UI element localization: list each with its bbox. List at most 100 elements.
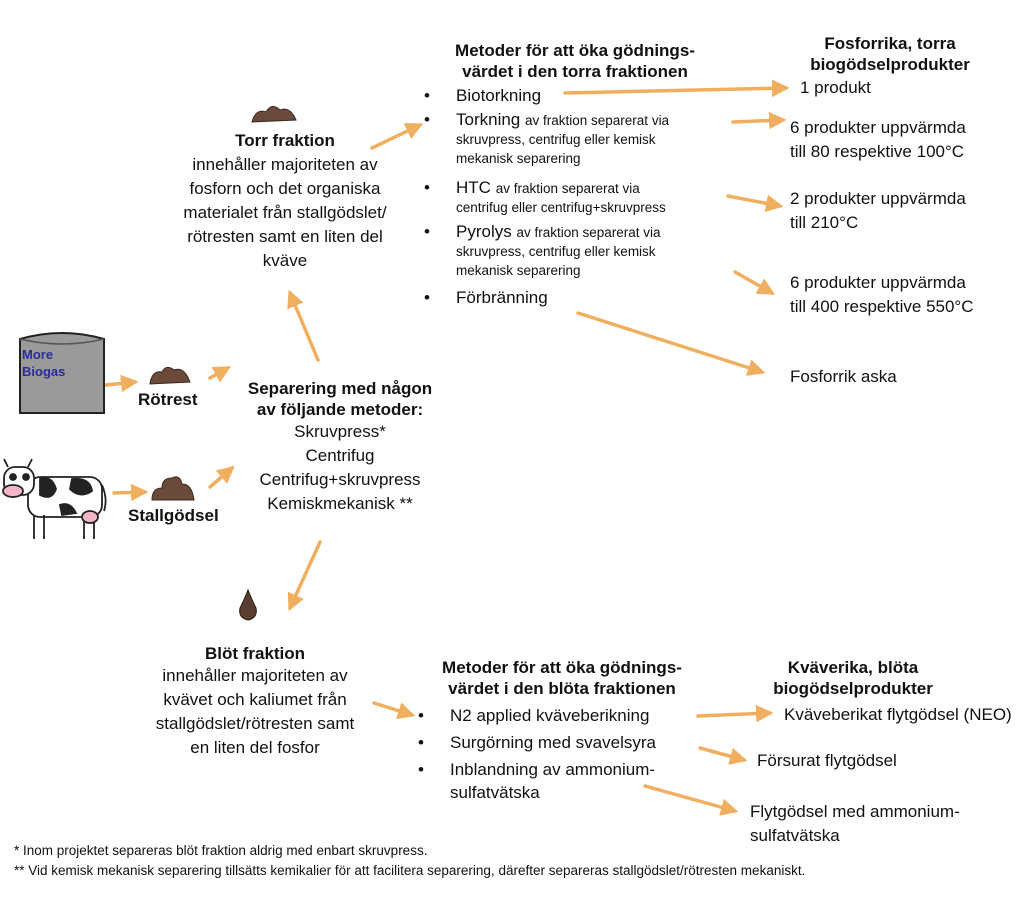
wet-method-item: • Surgörning med svavelsyra	[418, 733, 656, 753]
dry-methods-title-line2: värdet i den torra fraktionen	[462, 62, 688, 81]
footnotes: * Inom projektet separeras blöt fraktion…	[14, 841, 1014, 881]
arrow-separation-to-wet	[287, 540, 322, 612]
wet-fraction-line: kvävet och kaliumet från	[163, 690, 347, 709]
wet-product: Kväveberikat flytgödsel (NEO)	[784, 705, 1012, 724]
dry-method-main: Biotorkning	[456, 86, 542, 105]
dry-fraction-line: rötresten samt en liten del	[187, 227, 383, 246]
wet-product-line: Flytgödsel med ammonium-	[750, 802, 960, 821]
digestate-label: Rötrest	[138, 390, 198, 409]
dry-products-title-line1: Fosforrika, torra	[824, 34, 956, 53]
wet-products-title: Kväverika, blöta biogödselprodukter	[748, 657, 958, 699]
separation-method: Centrifug	[305, 446, 375, 465]
dry-method-item: • Pyrolys av fraktion separerat via skru…	[424, 222, 756, 280]
dry-method-detail: skruvpress, centrifug eller kemisk	[456, 132, 656, 147]
dry-fraction-line: kväve	[262, 251, 308, 270]
dry-product: 1 produkt	[800, 78, 871, 97]
arrow-torkning-product	[731, 111, 787, 130]
dry-product: 6 produkter uppvärmda till 400 respektiv…	[790, 271, 974, 319]
bullet: •	[418, 706, 424, 725]
dry-fraction-line: materialet från stallgödslet/	[183, 203, 387, 222]
dry-method-detail: av fraktion separerat via	[525, 113, 670, 128]
arrow-htc-product	[726, 194, 784, 212]
dry-method-main: Torkning	[456, 110, 521, 129]
wet-method-main: Surgörning med svavelsyra	[450, 733, 656, 752]
bullet: •	[424, 288, 430, 307]
arrow-wet-to-methods	[372, 701, 416, 720]
bullet: •	[424, 222, 430, 241]
digestate-pile-icon	[149, 366, 191, 385]
dry-product: Fosforrik aska	[790, 367, 897, 386]
separation-title-line2: av följande metoder:	[256, 400, 424, 419]
arrow-biotorkning-product	[563, 79, 790, 98]
wet-method-item: • N2 applied kväveberikning	[418, 706, 650, 726]
dry-fraction-title: Torr fraktion	[235, 131, 335, 150]
wet-fraction-line: innehåller majoriteten av	[162, 666, 348, 685]
arrow-surgorning-product	[698, 746, 748, 765]
dry-products-title: Fosforrika, torra biogödselprodukter	[780, 33, 1000, 75]
dry-fraction-box: Torr fraktion innehåller majoriteten av …	[150, 130, 420, 273]
separation-box: Separering med någon av följande metoder…	[222, 378, 458, 516]
separation-method: Kemiskmekanisk **	[267, 494, 413, 513]
dry-product: 6 produkter uppvärmda till 80 respektive…	[790, 116, 966, 164]
dry-fraction-pile-icon	[251, 106, 297, 123]
dry-method-item: • Torkning av fraktion separerat via skr…	[424, 110, 756, 168]
wet-methods-title: Metoder för att öka gödnings- värdet i d…	[412, 657, 712, 699]
silo-label-line1: More	[22, 347, 54, 362]
dry-method-item: • Biotorkning	[424, 86, 542, 106]
wet-fraction-line: en liten del fosfor	[190, 738, 320, 757]
dry-method-main: Pyrolys	[456, 222, 512, 241]
dry-method-item: • HTC av fraktion separerat via centrifu…	[424, 178, 756, 217]
dry-fraction-line: innehåller majoriteten av	[192, 155, 378, 174]
wet-method-main: N2 applied kväveberikning	[450, 706, 650, 725]
dry-method-detail: av fraktion separerat via	[516, 225, 661, 240]
bullet: •	[418, 760, 424, 779]
bullet: •	[424, 178, 430, 197]
biogas-silo-icon	[19, 332, 105, 414]
arrow-forbranning-product	[576, 311, 766, 377]
manure-label: Stallgödsel	[128, 506, 219, 525]
dry-method-detail: mekanisk separering	[456, 263, 581, 278]
bullet: •	[424, 86, 430, 105]
wet-method-main: Inblandning av ammonium-	[450, 760, 656, 779]
dry-product-line: till 210°C	[790, 213, 859, 232]
arrow-manure-to-separation	[208, 465, 235, 489]
dry-method-detail: mekanisk separering	[456, 151, 581, 166]
dry-fraction-line: fosforn och det organiska	[189, 179, 381, 198]
wet-methods-title-line1: Metoder för att öka gödnings-	[442, 658, 682, 677]
wet-products-title-line2: biogödselprodukter	[773, 679, 933, 698]
dry-product: 2 produkter uppvärmda till 210°C	[790, 187, 966, 235]
dry-method-main: Förbränning	[456, 288, 548, 307]
separation-method: Skruvpress*	[294, 422, 386, 441]
dry-product-line: 6 produkter uppvärmda	[790, 273, 966, 292]
dry-product-line: 2 produkter uppvärmda	[790, 189, 966, 208]
arrow-inblandning-product	[643, 784, 739, 816]
separation-method: Centrifug+skruvpress	[259, 470, 421, 489]
arrow-separation-to-dry	[287, 289, 320, 362]
wet-method-main: sulfatvätska	[450, 783, 540, 802]
footnote: ** Vid kemisk mekanisk separering tillsä…	[14, 863, 806, 878]
manure-pile-icon	[151, 476, 195, 501]
arrow-silo-to-digestate	[104, 374, 139, 393]
separation-title-line1: Separering med någon	[247, 379, 433, 398]
footnote: * Inom projektet separeras blöt fraktion…	[14, 843, 428, 858]
dry-method-detail: skruvpress, centrifug eller kemisk	[456, 244, 656, 259]
wet-products-title-line1: Kväverika, blöta	[787, 658, 919, 677]
wet-fraction-drop-icon	[239, 588, 257, 621]
wet-product: Flytgödsel med ammonium- sulfatvätska	[750, 800, 960, 848]
dry-product-line: till 400 respektive 550°C	[790, 297, 974, 316]
wet-fraction-box: Blöt fraktion innehåller majoriteten av …	[130, 643, 380, 760]
dry-product-line: till 80 respektive 100°C	[790, 142, 965, 161]
dry-method-item: • Förbränning	[424, 288, 548, 308]
wet-methods-title-line2: värdet i den blöta fraktionen	[448, 679, 676, 698]
arrow-digestate-to-separation	[208, 366, 232, 383]
silo-label-line2: Biogas	[22, 364, 66, 379]
wet-fraction-title: Blöt fraktion	[204, 644, 306, 663]
dry-method-detail: centrifug eller centrifug+skruvpress	[456, 200, 666, 215]
dry-method-detail: av fraktion separerat via	[495, 181, 640, 196]
arrow-pyrolys-product	[733, 270, 776, 295]
wet-fraction-line: stallgödslet/rötresten samt	[155, 714, 355, 733]
wet-method-item: • Inblandning av ammonium- sulfatvätska	[418, 758, 656, 804]
dry-product-line: 6 produkter uppvärmda	[790, 118, 966, 137]
silo-label: More Biogas	[22, 346, 80, 380]
arrow-n2-product	[696, 704, 774, 723]
